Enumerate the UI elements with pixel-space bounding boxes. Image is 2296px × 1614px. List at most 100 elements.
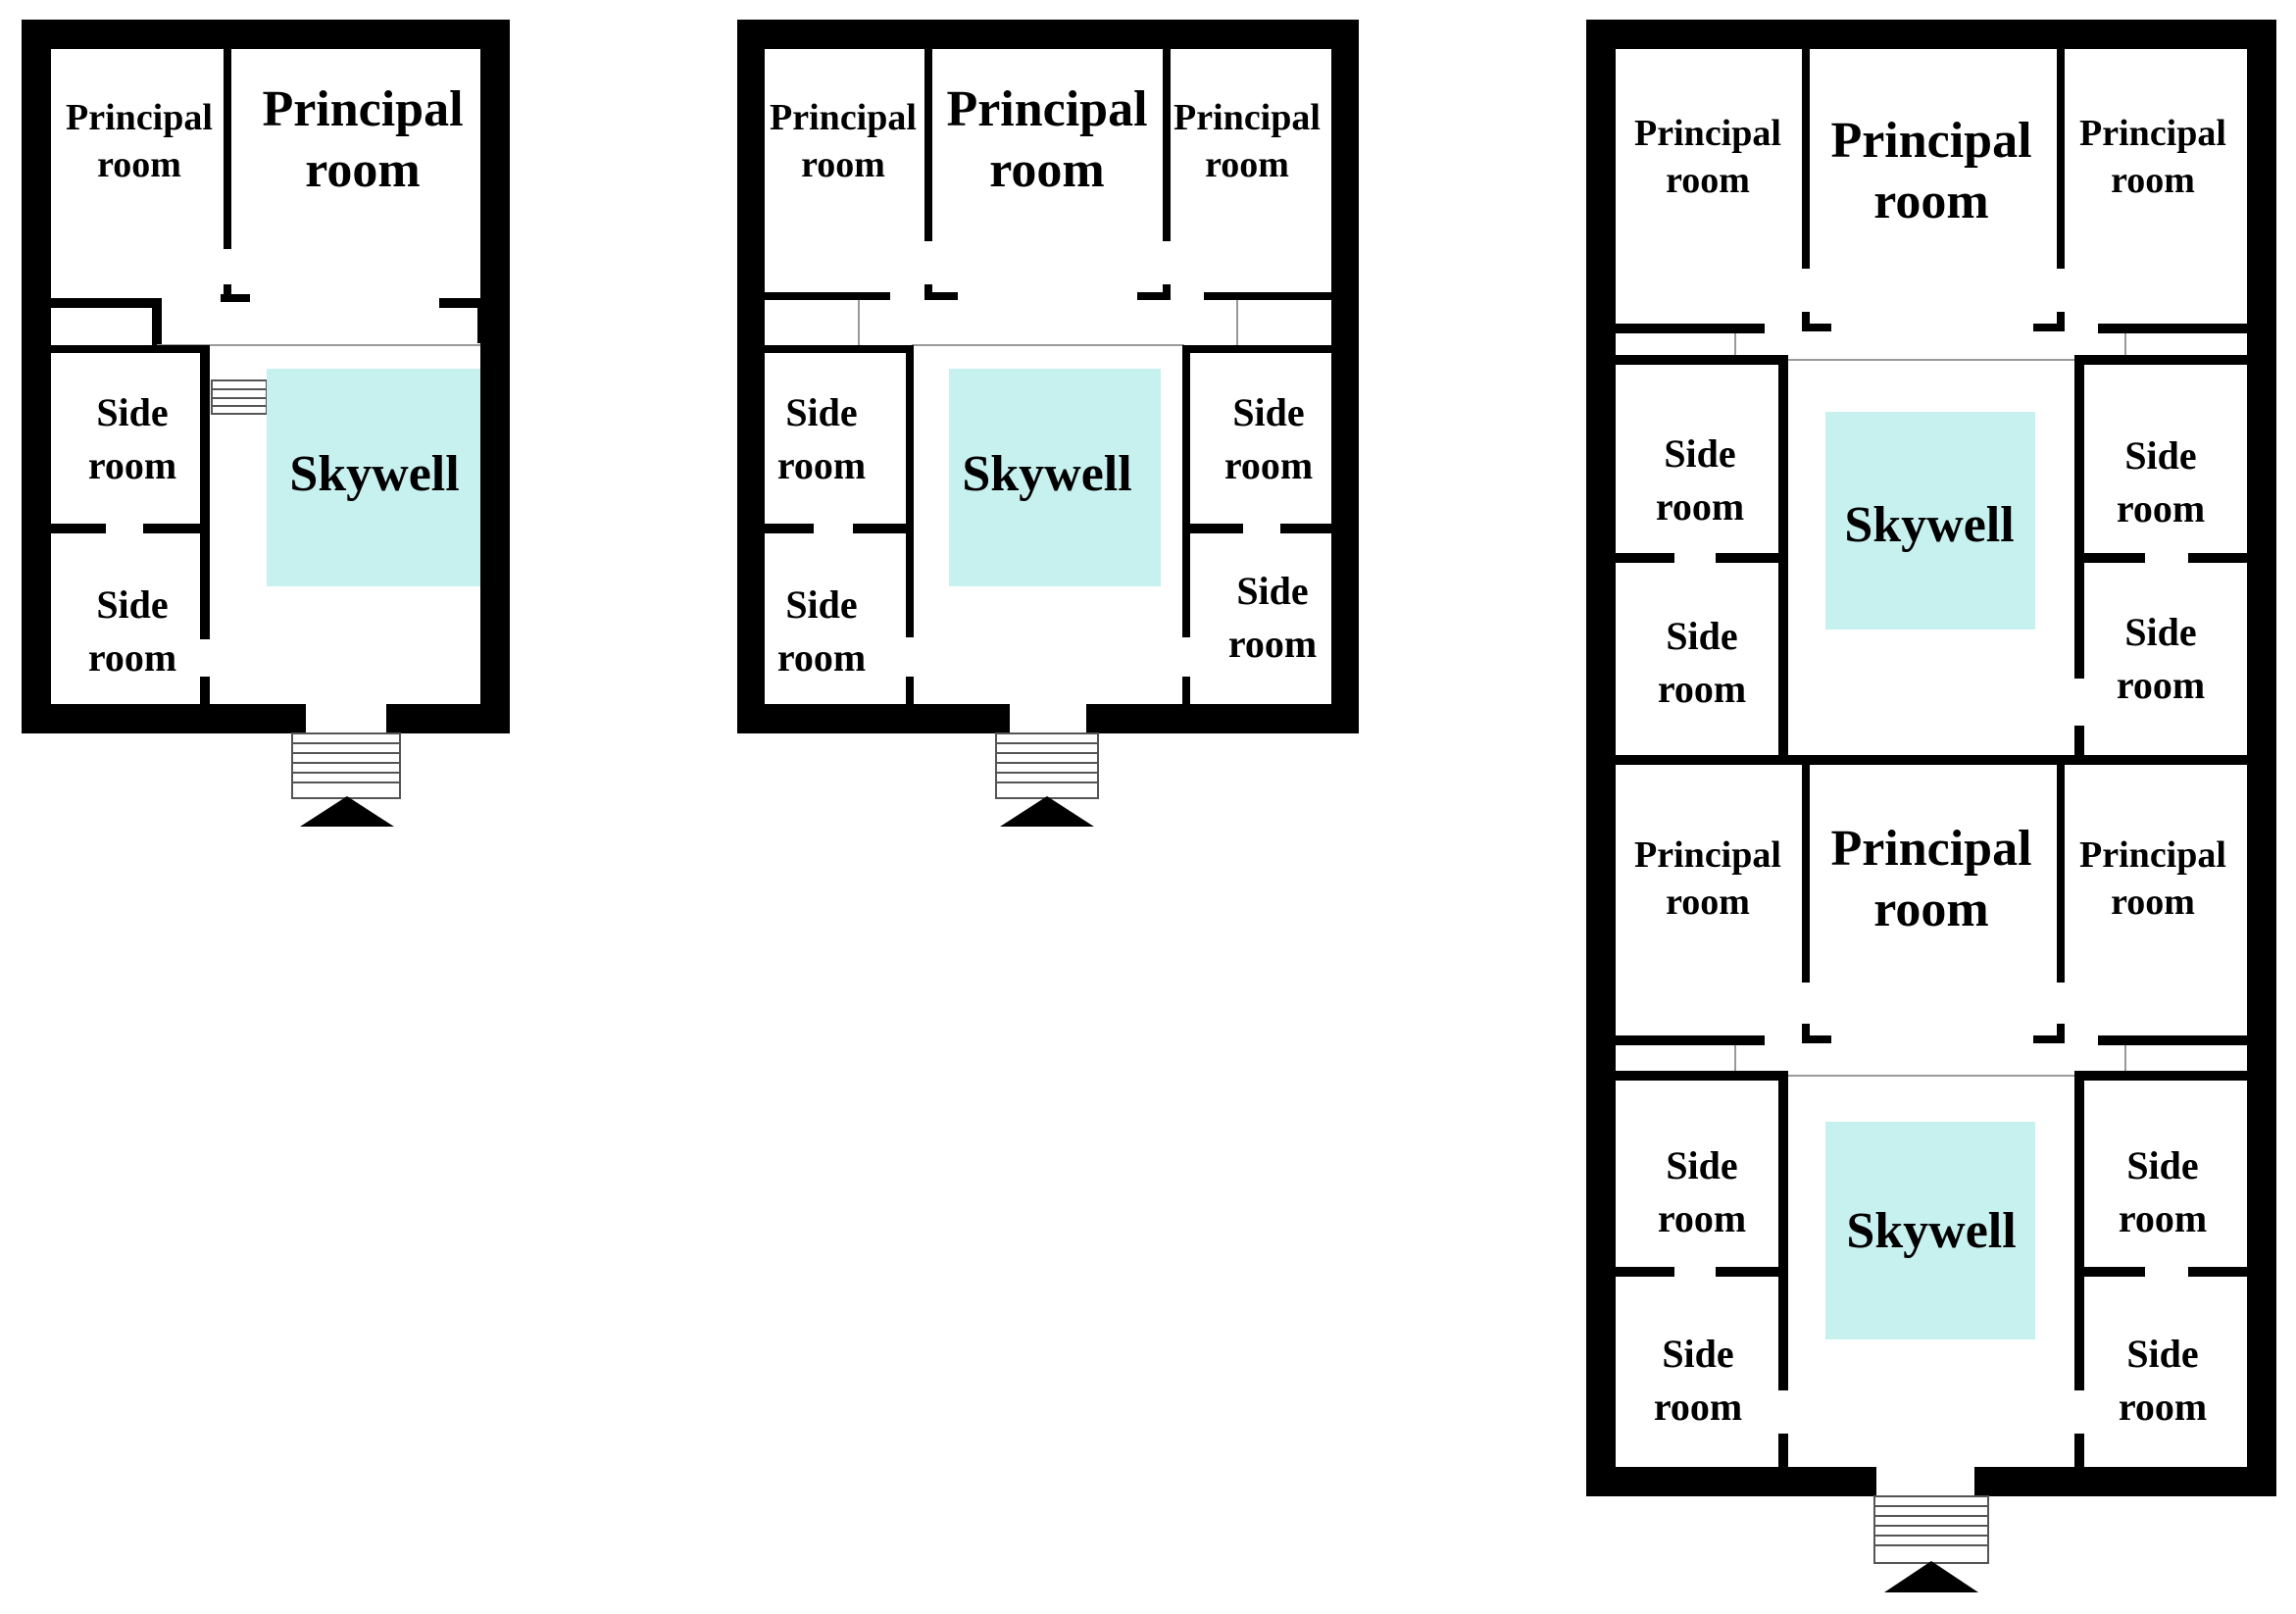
partition [200,345,210,639]
floor-plan-1: Principal room Principal room Side room … [22,20,510,827]
side-room-label-line1: Side [96,582,168,627]
side-room-label-line1: Side [785,390,857,434]
side-room-label-line2: room [1654,1385,1742,1429]
outer-wall-top [1586,20,2274,49]
partition [906,677,914,706]
partition [1182,677,1190,706]
outer-wall-bottom-left [1586,1467,1876,1496]
entrance-arrow-icon [1000,796,1094,827]
partition [2053,757,2092,765]
skywell-area [949,369,1161,586]
principal-room-label-line2: room [1205,144,1289,185]
partition [906,345,914,637]
principal-room-label-line1: Principal [1173,97,1321,138]
entrance-arrow-icon [1884,1561,1978,1592]
partition [1716,1267,1780,1277]
partition [853,524,908,533]
partition [200,677,210,706]
partition [1778,1071,1788,1390]
partition [2188,1267,2247,1277]
side-room-label-line2: room [2117,663,2205,707]
partition [1802,312,1810,329]
principal-room-label-line2: room [97,144,181,185]
partition [2074,355,2247,365]
principal-room-label-line2: room [1666,882,1750,923]
partition [439,298,480,308]
partition [2074,355,2084,679]
principal-room-label-line1: Principal [2079,834,2226,876]
partition [2033,324,2065,331]
principal-room-label-line2: room [1873,174,1988,229]
principal-room-label-line1: Principal [262,81,463,137]
outer-wall-right [480,20,510,733]
outer-wall-right [1331,20,1359,733]
partition [152,298,162,345]
outer-wall-top [22,20,508,49]
outer-wall-left [22,20,51,733]
partition [1616,355,1788,365]
partition [2057,49,2065,269]
partition [2057,765,2065,983]
partition [2074,1434,2084,1469]
partition [1778,726,1788,759]
partition [2082,1267,2145,1277]
partition [1186,524,1243,533]
skywell-area [1825,412,2035,630]
partition [1163,49,1171,241]
entrance-stairs [1873,1495,1989,1564]
partition [2098,1035,2247,1045]
side-room-label-line1: Side [1666,1143,1737,1187]
partition [1802,1035,1831,1043]
principal-room-label-line2: room [2111,160,2195,201]
principal-room-label-line1: Principal [1634,113,1781,154]
principal-room-label-line1: Principal [946,81,1147,137]
outer-wall-bottom-right [1086,704,1359,733]
partition [1616,553,1674,563]
side-room-label-line1: Side [2124,433,2196,478]
outer-wall-bottom-left [22,704,306,733]
side-room-label-line1: Side [2126,1332,2198,1376]
side-room-label-line2: room [1658,667,1746,711]
outer-wall-right [2247,20,2276,1496]
partition [1716,553,1780,563]
partition [1778,757,1818,765]
partition [1616,1035,1765,1045]
side-room-label-line2: room [2119,1196,2207,1240]
partition [765,345,912,353]
side-room-label-line2: room [1224,443,1313,487]
side-room-label-line1: Side [2126,1143,2198,1187]
side-room-label-line2: room [777,635,866,680]
partition [51,298,157,308]
floor-plan-2: Principal room Principal room Principal … [737,20,1359,827]
principal-room-label-line2: room [989,142,1104,198]
principal-room-label-line1: Principal [770,97,917,138]
partition [2082,553,2145,563]
outer-wall-bottom-right [386,704,510,733]
side-room-label-line2: room [777,443,866,487]
principal-room-label-line2: room [1873,882,1988,937]
principal-room-label-line1: Principal [2079,113,2226,154]
partition [2074,726,2084,759]
skywell-label: Skywell [289,446,459,502]
partition [51,524,106,533]
side-room-label-line2: room [2117,486,2205,530]
partition [1802,765,1810,983]
principal-room-label-line2: room [2111,882,2195,923]
side-room-label-line1: Side [2124,610,2196,654]
partition [2057,1024,2065,1041]
partition [1137,292,1171,300]
partition [1204,292,1331,300]
partition [2074,1071,2247,1081]
partition [221,294,250,302]
principal-room-label-line1: Principal [1830,113,2031,169]
side-room-label-line2: room [88,635,176,680]
partition [1778,355,1788,726]
side-room-label-line1: Side [1664,431,1735,476]
principal-room-label-line2: room [1666,160,1750,201]
floor-plan-3: Principal room Principal room Principal … [1586,20,2276,1592]
side-room-label-line2: room [1658,1196,1746,1240]
partition [2188,553,2247,563]
partition [1182,345,1190,637]
principal-room-label-line2: room [305,142,420,198]
